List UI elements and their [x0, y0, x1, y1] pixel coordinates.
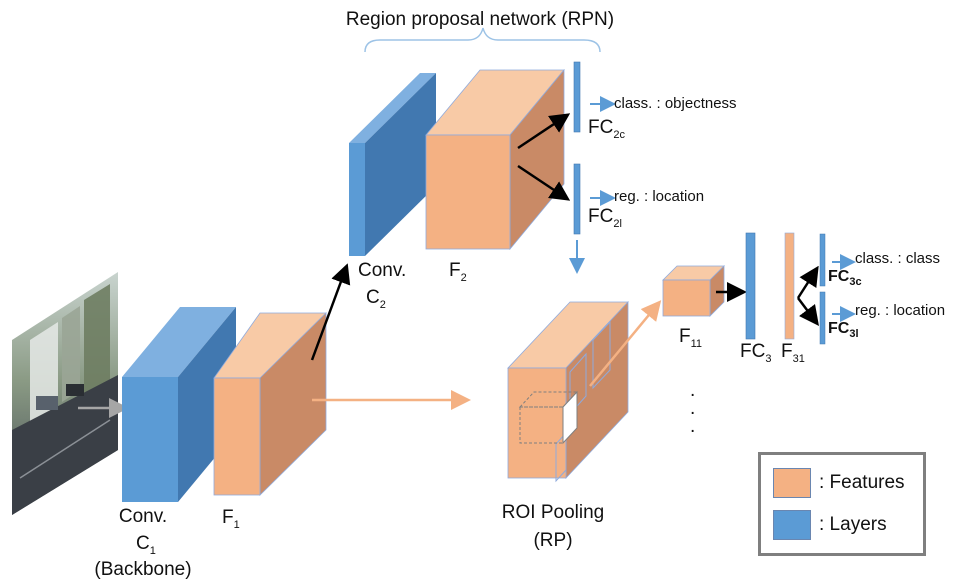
- fc3c-bar: [819, 233, 826, 287]
- f31-bar: [784, 232, 795, 340]
- legend-item-layers: : Layers: [773, 509, 887, 541]
- fc3-bar: [745, 232, 756, 340]
- legend: : Features : Layers: [758, 452, 926, 556]
- conv2-label-symbol: C2: [366, 287, 386, 311]
- f1-block: [213, 312, 327, 496]
- rpn-brace: [364, 27, 601, 53]
- conv2-block: [349, 73, 436, 256]
- legend-swatch-layers: [773, 510, 811, 540]
- fc3c-output-label: class. : class: [855, 250, 940, 267]
- fc2c-bar: [573, 61, 581, 133]
- legend-item-features: : Features: [773, 467, 905, 499]
- f2-label: F2: [449, 260, 467, 284]
- f31-to-fc3c-arrow: [796, 265, 819, 299]
- ellipsis-dot-3: .: [690, 416, 695, 437]
- f11-label: F11: [679, 326, 702, 350]
- conv1-block: [122, 307, 236, 502]
- fc3-label: FC3: [740, 341, 771, 365]
- roi-label-line1: ROI Pooling: [502, 502, 604, 523]
- rpn-title: Region proposal network (RPN): [346, 9, 614, 30]
- f1-to-conv2-arrow: [310, 263, 351, 361]
- conv1-label-symbol: C1: [136, 533, 156, 557]
- roi-label-line2: (RP): [533, 530, 572, 551]
- roi-pooling-block: [507, 300, 629, 483]
- fc2l-bar: [573, 163, 581, 235]
- ellipsis-dot-2: .: [690, 398, 695, 419]
- conv2-label-line1: Conv.: [358, 260, 406, 281]
- ellipsis-dot-1: .: [690, 380, 695, 401]
- conv1-label-line3: (Backbone): [94, 559, 191, 580]
- input-street-image: [12, 272, 118, 515]
- fc2l-label: FC2l: [588, 206, 622, 230]
- fc3l-output-label: reg. : location: [855, 302, 945, 319]
- fc3l-label: FC3l: [828, 320, 859, 340]
- f31-to-fc3l-arrow: [797, 297, 819, 326]
- legend-label-features: : Features: [819, 472, 905, 493]
- legend-label-layers: : Layers: [819, 514, 887, 535]
- fc3l-bar: [819, 291, 826, 345]
- fc3c-label: FC3c: [828, 268, 862, 288]
- legend-swatch-features: [773, 468, 811, 498]
- fc2c-output-label: class. : objectness: [614, 95, 737, 112]
- fc2l-output-label: reg. : location: [614, 188, 704, 205]
- f1-label: F1: [222, 507, 240, 531]
- f2-to-fc2l-arrow: [517, 164, 571, 201]
- f11-block: [662, 265, 725, 317]
- roi-to-f11-arrow: [589, 300, 662, 387]
- f2-block: [425, 68, 565, 251]
- f2-to-fc2c-arrow: [517, 113, 571, 150]
- f31-label: F31: [781, 341, 805, 365]
- conv1-label-line1: Conv.: [119, 506, 167, 527]
- fc2c-label: FC2c: [588, 117, 625, 141]
